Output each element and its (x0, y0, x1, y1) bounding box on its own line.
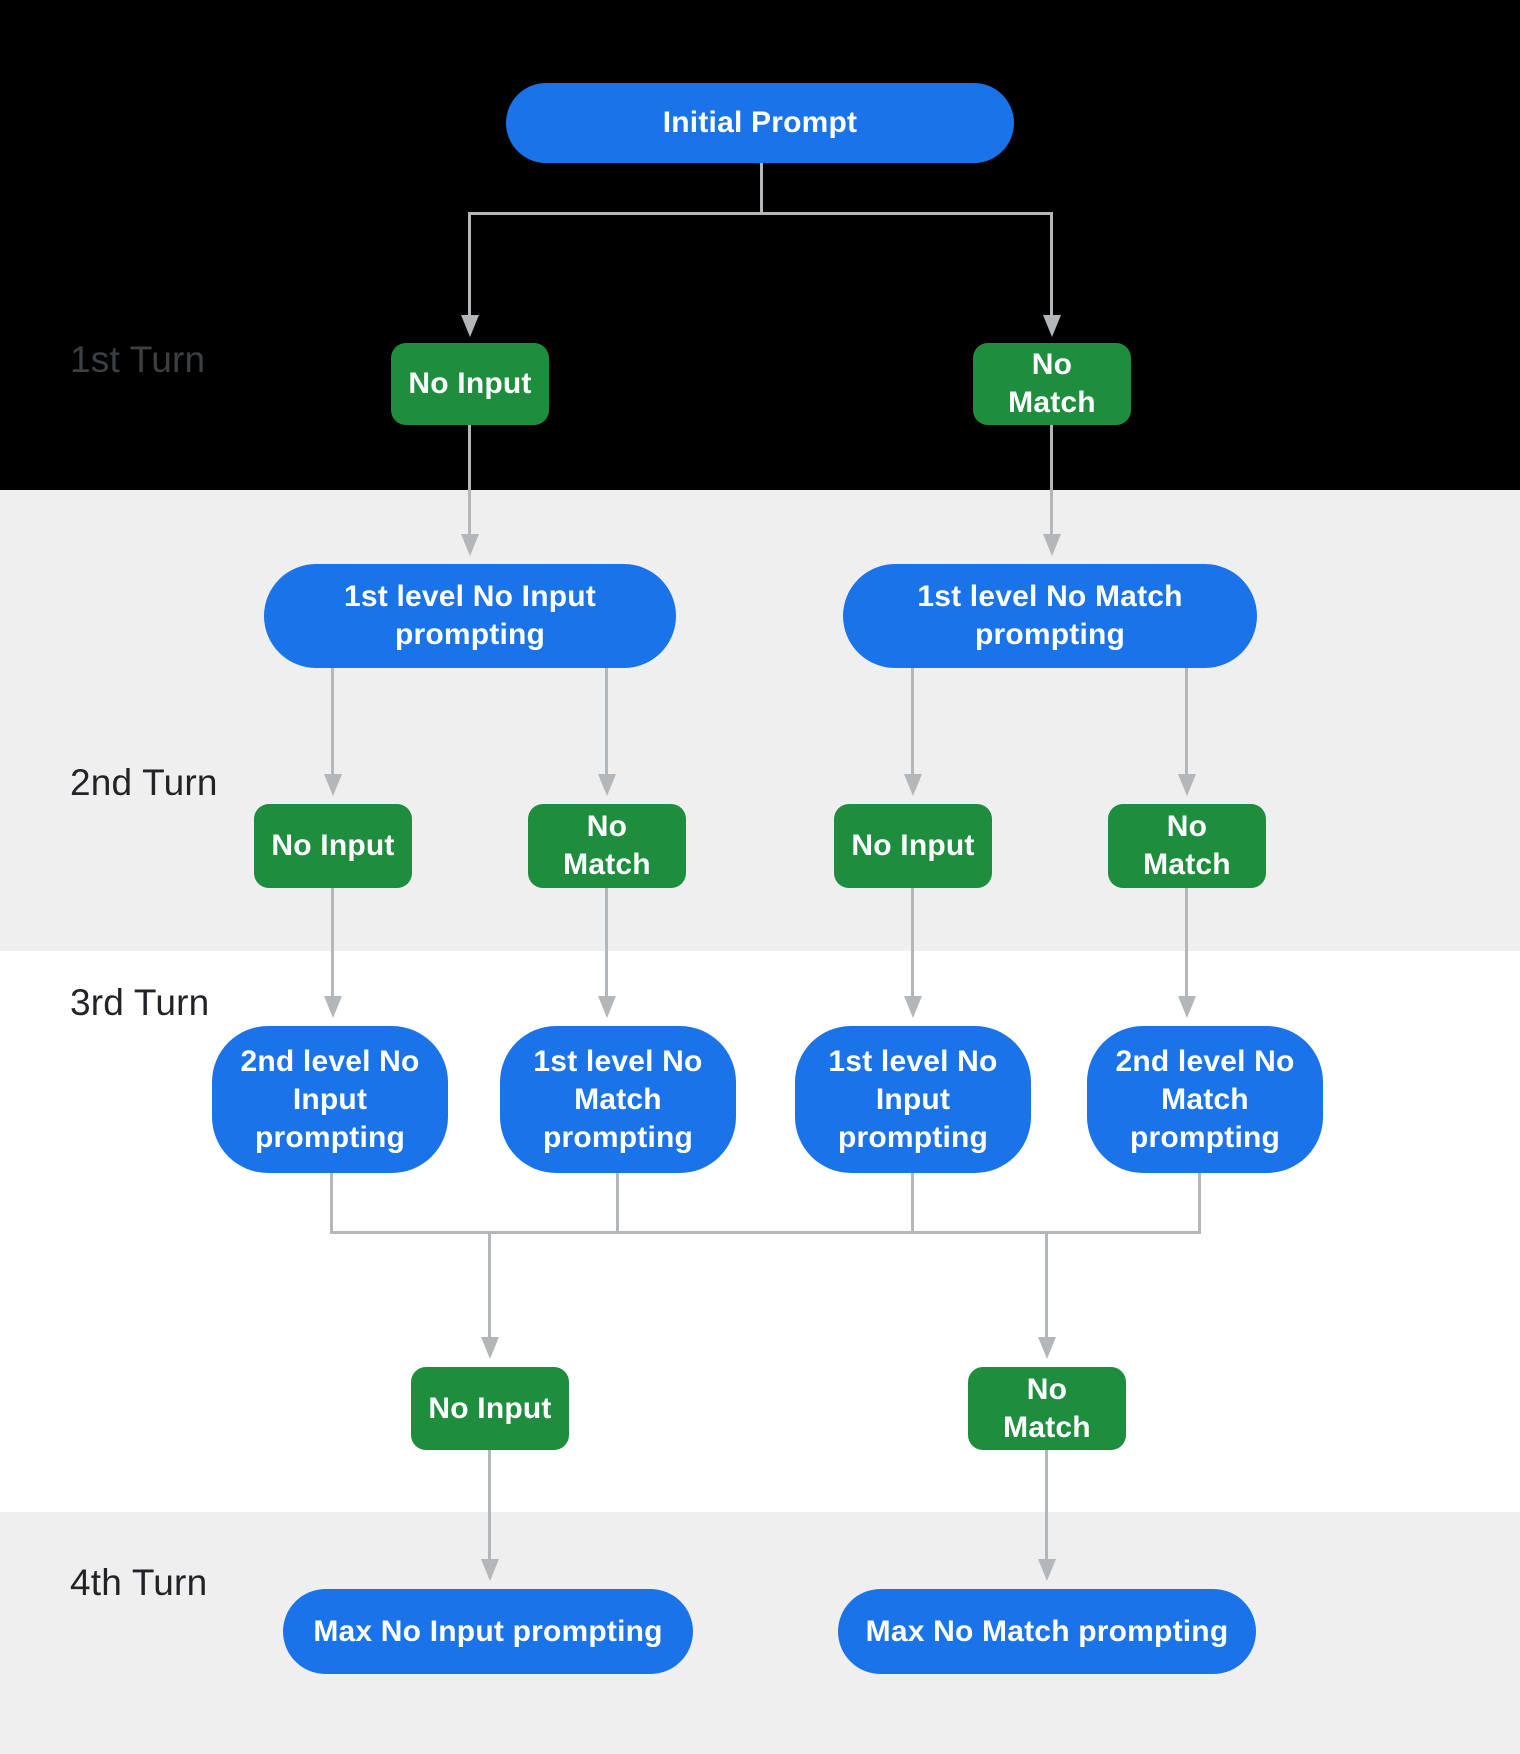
bus-drop-no-input (488, 1233, 491, 1338)
connector-no-match-to-level1 (1050, 425, 1053, 535)
connector-to-level1-no-input-box (911, 888, 914, 997)
turn-label-3rd: 3rd Turn (70, 982, 210, 1023)
arrowhead-max-no-match (1038, 1559, 1056, 1581)
node-turn2-no-match-b: No Match (1108, 804, 1266, 888)
section-bg-turn2 (0, 490, 1520, 951)
turn-label-2nd: 2nd Turn (70, 762, 218, 803)
node-level2-no-input-box: 2nd level No Input prompting (212, 1026, 448, 1173)
node-turn2-no-match-a: No Match (528, 804, 686, 888)
connector-no-input-to-level1 (468, 425, 471, 535)
node-turn2-no-input-b: No Input (834, 804, 992, 888)
bus-horizontal (330, 1231, 1201, 1234)
arrowhead-turn3-no-input (481, 1337, 499, 1359)
node-max-no-input: Max No Input prompting (283, 1589, 693, 1674)
arrowhead-level1-no-match (1043, 534, 1061, 556)
section-bg-turn4 (0, 1512, 1520, 1754)
connector-pill-left-to-no-input (331, 668, 334, 775)
arrowhead-turn1-no-input (461, 315, 479, 337)
node-turn1-no-input: No Input (391, 343, 549, 425)
node-turn1-no-match: No Match (973, 343, 1131, 425)
node-turn3-no-match: No Match (968, 1367, 1126, 1450)
arrowhead-turn3-no-match (1038, 1337, 1056, 1359)
connector-to-max-no-match (1045, 1450, 1048, 1560)
connector-pill-right-to-no-match (1185, 668, 1188, 775)
node-initial-prompt: Initial Prompt (506, 83, 1014, 163)
arrowhead-level1-no-input (461, 534, 479, 556)
connector-branch-right (1050, 214, 1053, 316)
connector-to-level2-no-match (1185, 888, 1188, 997)
section-bg-turn1 (0, 0, 1520, 490)
bus-stub-d (1198, 1173, 1201, 1234)
connector-to-level1-no-match-box (605, 888, 608, 997)
arrowhead-max-no-input (481, 1559, 499, 1581)
connector-root-stub (760, 163, 763, 214)
arrowhead-turn2-no-input-a (324, 774, 342, 796)
connector-pill-right-to-no-input (911, 668, 914, 775)
turn-label-4th: 4th Turn (70, 1562, 208, 1603)
bus-drop-no-match (1045, 1233, 1048, 1338)
arrowhead-level2-no-match (1178, 996, 1196, 1018)
arrowhead-turn2-no-match-b (1178, 774, 1196, 796)
bus-stub-a (330, 1173, 333, 1234)
turn-label-1st: 1st Turn (70, 339, 206, 380)
connector-to-max-no-input (488, 1450, 491, 1560)
node-level1-no-match-box: 1st level No Match prompting (500, 1026, 736, 1173)
node-level1-no-input-box: 1st level No Input prompting (795, 1026, 1031, 1173)
node-level2-no-match-box: 2nd level No Match prompting (1087, 1026, 1323, 1173)
bus-stub-b (616, 1173, 619, 1234)
arrowhead-level2-no-input (324, 996, 342, 1018)
node-turn2-no-input-a: No Input (254, 804, 412, 888)
arrowhead-turn1-no-match (1043, 315, 1061, 337)
arrowhead-level1-no-input-box (904, 996, 922, 1018)
connector-root-branch (468, 212, 1053, 215)
arrowhead-level1-no-match-box (598, 996, 616, 1018)
connector-pill-left-to-no-match (605, 668, 608, 775)
node-max-no-match: Max No Match prompting (838, 1589, 1256, 1674)
node-level1-no-match-pill: 1st level No Match prompting (843, 564, 1257, 668)
bus-stub-c (911, 1173, 914, 1234)
connector-branch-left (468, 214, 471, 316)
arrowhead-turn2-no-match-a (598, 774, 616, 796)
node-level1-no-input-pill: 1st level No Input prompting (264, 564, 676, 668)
arrowhead-turn2-no-input-b (904, 774, 922, 796)
connector-to-level2-no-input (331, 888, 334, 997)
node-turn3-no-input: No Input (411, 1367, 569, 1450)
